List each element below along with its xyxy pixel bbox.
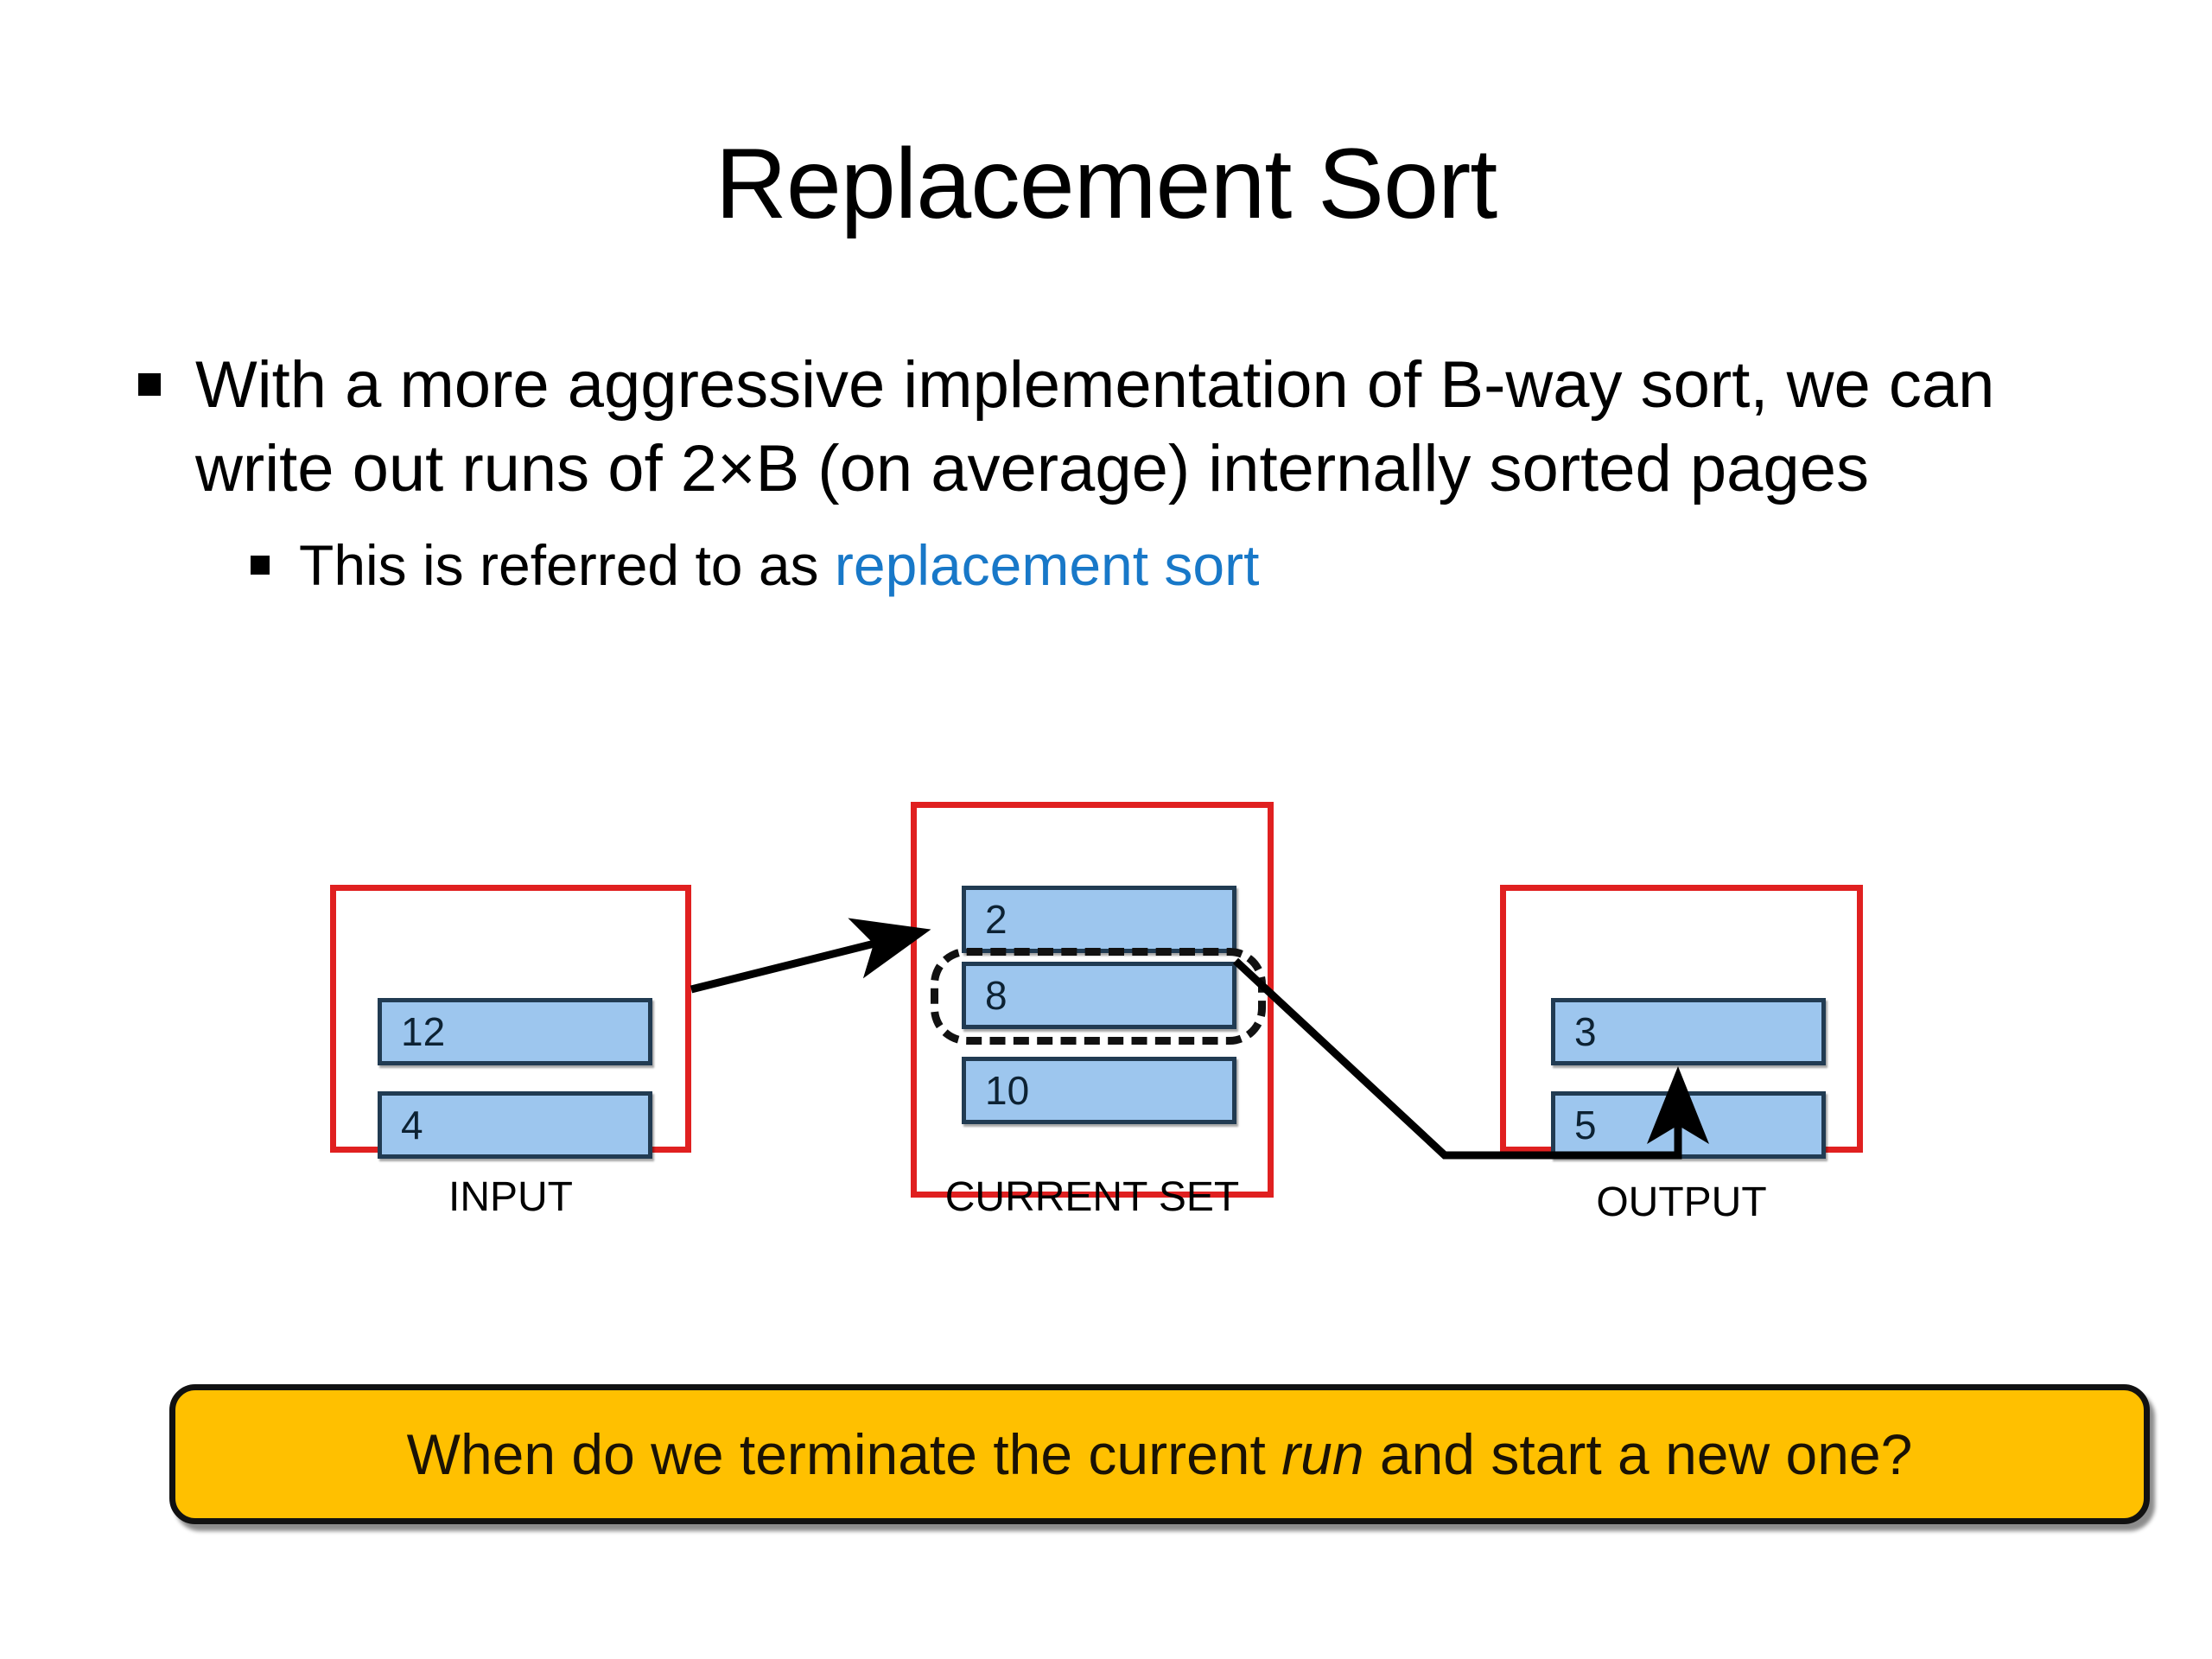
group-caption-output: OUTPUT xyxy=(1596,1179,1767,1225)
callout-text-after: and start a new one? xyxy=(1363,1422,1913,1486)
square-bullet-icon xyxy=(138,373,161,396)
page-box-current-set-8: 8 xyxy=(962,962,1236,1029)
replacement-sort-diagram: 12 4 INPUT 2 8 10 CURRENT SET 3 5 OUTPUT xyxy=(0,778,2212,1331)
page-label: 10 xyxy=(985,1068,1030,1113)
group-box-current-set: 2 8 10 xyxy=(911,802,1274,1198)
bullet-level1-text: With a more aggressive implementation of… xyxy=(195,348,1995,505)
arrow-input-to-current-set xyxy=(690,918,931,994)
page-box-current-set-2: 2 xyxy=(962,886,1236,953)
page-label: 3 xyxy=(1574,1009,1597,1054)
dashed-highlight-current-page xyxy=(931,948,1266,1045)
callout-text-before: When do we terminate the current xyxy=(406,1422,1282,1486)
callout-banner: When do we terminate the current run and… xyxy=(169,1384,2150,1524)
page-box-current-set-10: 10 xyxy=(962,1057,1236,1124)
body-text-block: With a more aggressive implementation of… xyxy=(138,344,2117,601)
square-bullet-icon xyxy=(251,556,270,575)
page-label: 2 xyxy=(985,897,1007,942)
group-box-input: 12 4 xyxy=(330,885,691,1159)
page-label: 12 xyxy=(401,1009,446,1054)
page-box-input-12: 12 xyxy=(378,998,652,1065)
page-box-output-3: 3 xyxy=(1551,998,1826,1065)
bullet-level2: This is referred to as replacement sort xyxy=(251,530,2117,601)
page-box-input-4: 4 xyxy=(378,1091,652,1159)
callout-text: When do we terminate the current run and… xyxy=(407,1426,1913,1483)
replacement-sort-accent-text: replacement sort xyxy=(834,533,1260,598)
group-caption-input: INPUT xyxy=(448,1174,573,1220)
page-label: 5 xyxy=(1574,1103,1597,1147)
group-box-output: 3 5 xyxy=(1500,885,1863,1159)
bullet-level2-text-plain: This is referred to as xyxy=(299,533,835,598)
page-label: 4 xyxy=(401,1103,423,1147)
bullet-level2-text: This is referred to as replacement sort xyxy=(299,530,1259,601)
callout-text-italic-run: run xyxy=(1281,1422,1364,1486)
page-box-output-5: 5 xyxy=(1551,1091,1826,1159)
page-label: 8 xyxy=(985,973,1007,1018)
page-title: Replacement Sort xyxy=(715,129,1497,239)
group-caption-current-set: CURRENT SET xyxy=(944,1174,1240,1220)
bullet-level1: With a more aggressive implementation of… xyxy=(138,344,2117,511)
